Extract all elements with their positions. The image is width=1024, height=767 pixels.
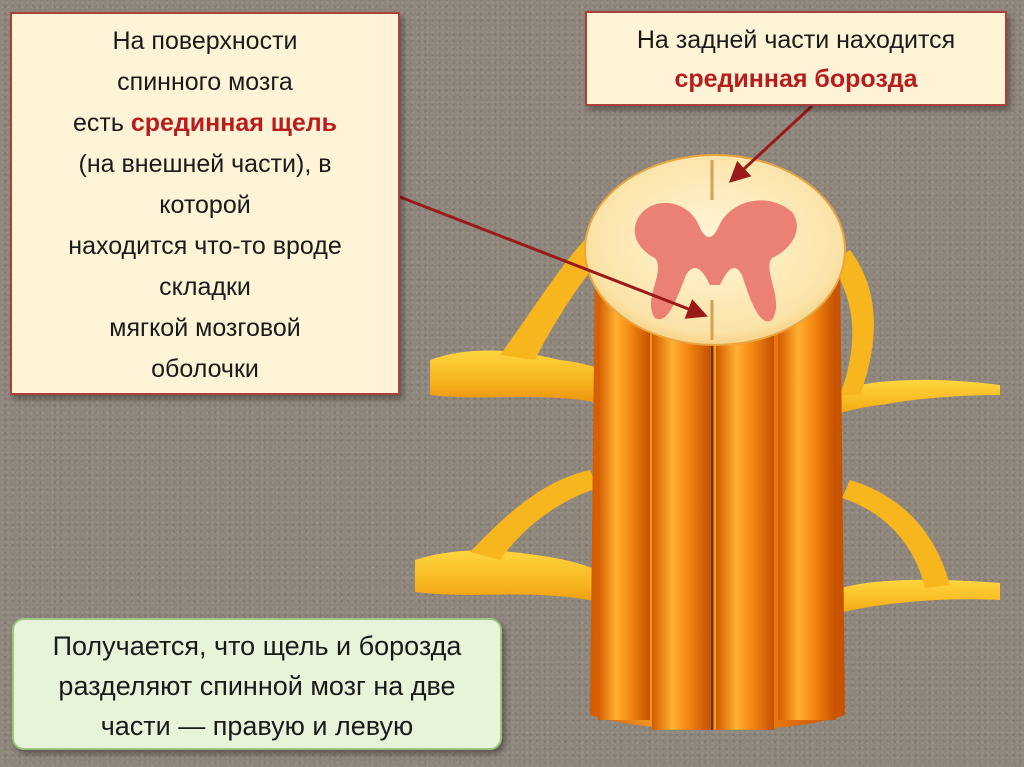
median-sulcus-note: На задней части находится срединная боро… [585, 11, 1007, 106]
median-fissure-term: срединная щель [130, 109, 338, 137]
gray-matter [634, 200, 797, 322]
left-note-line-4: (на внешней части), в [78, 150, 332, 178]
column-left-inner [652, 300, 710, 730]
sulcus-pointer-arrow [728, 104, 814, 183]
left-note-line-3: есть срединная щель [12, 103, 398, 144]
left-note-line-9: оболочки [151, 355, 259, 383]
summary-note: Получается, что щель и борозда разделяют… [12, 618, 502, 750]
left-note-line-8: мягкой мозговой [109, 314, 301, 342]
left-note-line-6: находится что-то вроде [68, 232, 342, 260]
median-sulcus-term: срединная борозда [674, 65, 918, 93]
left-note-line-2: спинного мозга [117, 68, 293, 96]
lower-spinal-nerves [415, 470, 1000, 630]
left-note-line-5: которой [159, 191, 251, 219]
summary-line-3: части — правую и левую [100, 711, 414, 741]
lower-right-root [842, 480, 950, 588]
lower-left-root [470, 470, 598, 560]
upper-left-nerve [430, 350, 640, 410]
summary-line-2: разделяют спинной мозг на две [58, 671, 456, 701]
right-note-line-1: На задней части находится [636, 26, 956, 54]
median-fissure-note: На поверхности спинного мозга есть среди… [10, 12, 400, 395]
lower-right-nerve [795, 579, 1000, 630]
summary-line-1: Получается, что щель и борозда [52, 631, 462, 661]
upper-right-root [830, 250, 874, 395]
column-left-outer [598, 280, 650, 720]
left-note-line-3-prefix: есть [72, 109, 131, 137]
left-note-line-7: складки [159, 273, 251, 301]
lower-left-nerve [415, 550, 645, 618]
spinal-cord-columns [590, 260, 845, 730]
fissure-pointer-arrow [399, 195, 708, 319]
cross-section [584, 154, 846, 346]
left-note-line-1: На поверхности [112, 27, 298, 55]
column-right-inner [716, 300, 774, 730]
column-right-outer [778, 280, 836, 720]
